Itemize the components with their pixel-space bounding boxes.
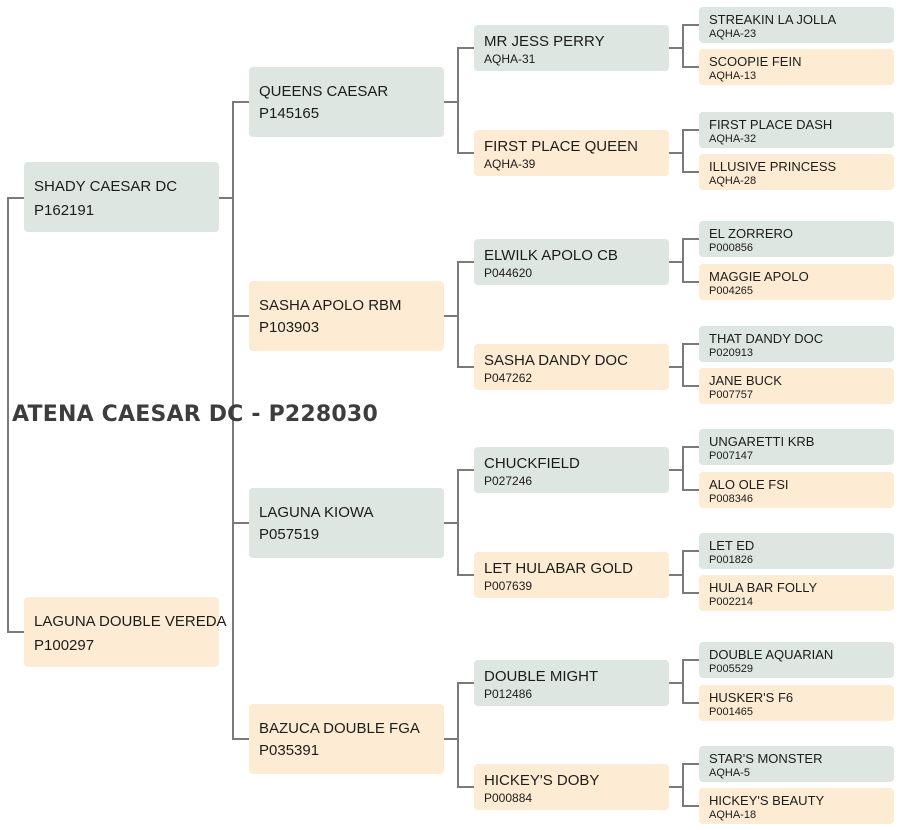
gen4-dam-box[interactable]: SCOOPIE FEIN AQHA-13 xyxy=(699,49,894,85)
horse-name: MR JESS PERRY xyxy=(484,33,605,50)
gen4-sire-box[interactable]: STAR'S MONSTER AQHA-5 xyxy=(699,746,894,782)
paternal-grandsire-box[interactable]: QUEENS CAESAR P145165 xyxy=(249,67,444,137)
registration-number: AQHA-39 xyxy=(484,157,536,171)
registration-number: P145165 xyxy=(259,105,320,122)
registration-number: AQHA-13 xyxy=(709,70,757,82)
registration-number: AQHA-28 xyxy=(709,175,757,187)
gen3-sire-box[interactable]: DOUBLE MIGHT P012486 xyxy=(474,660,669,706)
gen4-sire-box[interactable]: LET ED P001826 xyxy=(699,533,894,569)
sire-box[interactable]: SHADY CAESAR DC P162191 xyxy=(24,162,219,232)
registration-number: P007147 xyxy=(709,450,754,462)
gen3-dam-box[interactable]: SASHA DANDY DOC P047262 xyxy=(474,344,669,390)
horse-name: QUEENS CAESAR xyxy=(259,83,389,100)
registration-number: P027246 xyxy=(484,474,533,488)
paternal-granddam-box[interactable]: SASHA APOLO RBM P103903 xyxy=(249,281,444,351)
horse-name: ILLUSIVE PRINCESS xyxy=(709,159,837,174)
gen3-dam-box[interactable]: FIRST PLACE QUEEN AQHA-39 xyxy=(474,130,669,176)
subject-title: ATENA CAESAR DC - P228030 xyxy=(12,402,378,427)
registration-number: P007757 xyxy=(709,389,754,401)
registration-number: P005529 xyxy=(709,663,754,675)
horse-name: FIRST PLACE QUEEN xyxy=(484,138,638,155)
gen4-dam-box[interactable]: HICKEY'S BEAUTY AQHA-18 xyxy=(699,788,894,824)
horse-name: SASHA DANDY DOC xyxy=(484,352,628,369)
gen4-sire-box[interactable]: THAT DANDY DOC P020913 xyxy=(699,326,894,362)
horse-name: DOUBLE AQUARIAN xyxy=(709,647,834,662)
horse-name: HICKEY'S BEAUTY xyxy=(709,793,825,808)
horse-name: DOUBLE MIGHT xyxy=(484,668,599,685)
horse-name: SCOOPIE FEIN xyxy=(709,54,802,69)
horse-name: STAR'S MONSTER xyxy=(709,751,823,766)
horse-name: STREAKIN LA JOLLA xyxy=(709,12,837,27)
registration-number: P044620 xyxy=(484,266,533,280)
gen3-sire-box[interactable]: ELWILK APOLO CB P044620 xyxy=(474,239,669,285)
horse-name: LET ED xyxy=(709,538,755,553)
registration-number: AQHA-23 xyxy=(709,28,757,40)
registration-number: P057519 xyxy=(259,526,320,543)
registration-number: AQHA-18 xyxy=(709,809,757,821)
registration-number: P162191 xyxy=(34,202,95,219)
horse-name: ELWILK APOLO CB xyxy=(484,247,618,264)
registration-number: P047262 xyxy=(484,371,533,385)
horse-name: SASHA APOLO RBM xyxy=(259,297,402,314)
registration-number: P001465 xyxy=(709,706,754,718)
registration-number: P008346 xyxy=(709,493,754,505)
gen4-dam-box[interactable]: MAGGIE APOLO P004265 xyxy=(699,264,894,300)
horse-name: JANE BUCK xyxy=(709,373,782,388)
registration-number: P001826 xyxy=(709,554,754,566)
gen4-dam-box[interactable]: ALO OLE FSI P008346 xyxy=(699,472,894,508)
gen4-sire-box[interactable]: UNGARETTI KRB P007147 xyxy=(699,429,894,465)
registration-number: P100297 xyxy=(34,637,95,654)
gen4-dam-box[interactable]: JANE BUCK P007757 xyxy=(699,368,894,404)
gen4-dam-box[interactable]: HULA BAR FOLLY P002214 xyxy=(699,575,894,611)
horse-name: EL ZORRERO xyxy=(709,226,794,241)
registration-number: P002214 xyxy=(709,596,754,608)
gen4-sire-box[interactable]: EL ZORRERO P000856 xyxy=(699,221,894,257)
horse-name: LAGUNA KIOWA xyxy=(259,504,374,521)
horse-name: MAGGIE APOLO xyxy=(709,269,809,284)
gen3-sire-box[interactable]: MR JESS PERRY AQHA-31 xyxy=(474,25,669,71)
horse-name: HUSKER'S F6 xyxy=(709,690,794,705)
gen4-sire-box[interactable]: FIRST PLACE DASH AQHA-32 xyxy=(699,112,894,148)
horse-name: FIRST PLACE DASH xyxy=(709,117,833,132)
horse-name: ALO OLE FSI xyxy=(709,477,789,492)
gen3-dam-box[interactable]: LET HULABAR GOLD P007639 xyxy=(474,552,669,598)
gen3-sire-box[interactable]: CHUCKFIELD P027246 xyxy=(474,447,669,493)
registration-number: AQHA-5 xyxy=(709,767,750,779)
registration-number: P000856 xyxy=(709,242,754,254)
gen4-dam-box[interactable]: ILLUSIVE PRINCESS AQHA-28 xyxy=(699,154,894,190)
registration-number: P012486 xyxy=(484,687,533,701)
maternal-grandsire-box[interactable]: LAGUNA KIOWA P057519 xyxy=(249,488,444,558)
gen4-sire-box[interactable]: DOUBLE AQUARIAN P005529 xyxy=(699,642,894,678)
registration-number: AQHA-32 xyxy=(709,133,757,145)
horse-name: HULA BAR FOLLY xyxy=(709,580,818,595)
registration-number: P004265 xyxy=(709,285,754,297)
registration-number: AQHA-31 xyxy=(484,52,536,66)
dam-box[interactable]: LAGUNA DOUBLE VEREDA P100297 xyxy=(24,597,227,667)
maternal-granddam-box[interactable]: BAZUCA DOUBLE FGA P035391 xyxy=(249,704,444,774)
registration-number: P103903 xyxy=(259,319,320,336)
horse-name: UNGARETTI KRB xyxy=(709,434,815,449)
horse-name: BAZUCA DOUBLE FGA xyxy=(259,720,420,737)
registration-number: P020913 xyxy=(709,347,754,359)
registration-number: P007639 xyxy=(484,579,533,593)
horse-name: SHADY CAESAR DC xyxy=(34,178,178,195)
registration-number: P000884 xyxy=(484,791,533,805)
horse-name: CHUCKFIELD xyxy=(484,455,580,472)
horse-name: LET HULABAR GOLD xyxy=(484,560,633,577)
registration-number: P035391 xyxy=(259,742,320,759)
horse-name: HICKEY'S DOBY xyxy=(484,772,600,789)
gen4-dam-box[interactable]: HUSKER'S F6 P001465 xyxy=(699,685,894,721)
gen4-sire-box[interactable]: STREAKIN LA JOLLA AQHA-23 xyxy=(699,7,894,43)
gen3-dam-box[interactable]: HICKEY'S DOBY P000884 xyxy=(474,764,669,810)
horse-name: LAGUNA DOUBLE VEREDA xyxy=(34,613,227,630)
horse-name: THAT DANDY DOC xyxy=(709,331,824,346)
